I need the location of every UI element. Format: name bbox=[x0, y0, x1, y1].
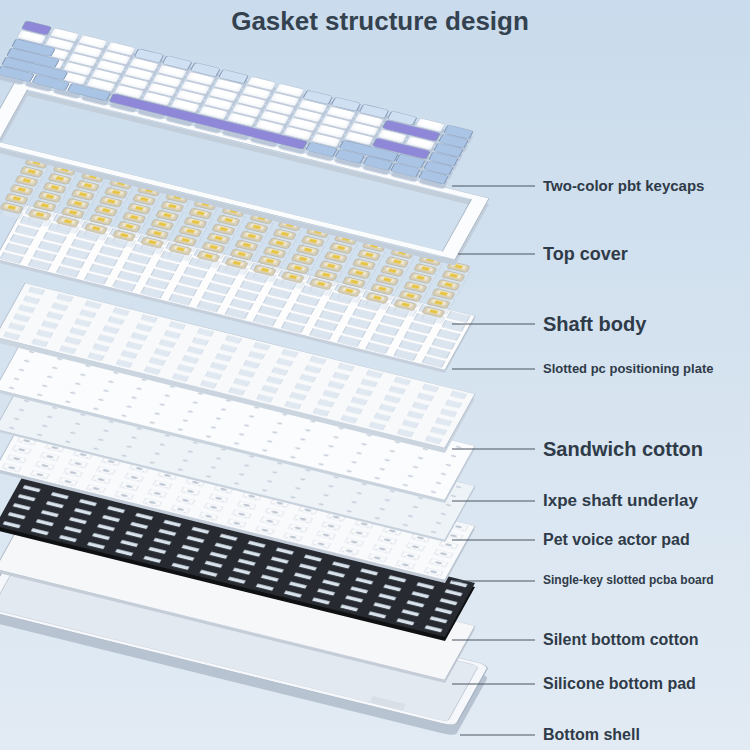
part-label: Silicone bottom pad bbox=[543, 675, 696, 693]
part-label: Two-color pbt keycaps bbox=[543, 177, 704, 194]
part-label-box: Bottom shell bbox=[543, 726, 640, 744]
leader-line bbox=[452, 369, 535, 370]
part-label: Slotted pc positioning plate bbox=[543, 362, 713, 377]
part-label: Ixpe shaft underlay bbox=[543, 491, 698, 511]
leader-lines bbox=[452, 186, 535, 735]
part-label-box: Ixpe shaft underlay bbox=[543, 491, 698, 511]
leader-line bbox=[452, 581, 535, 582]
leader-line bbox=[452, 501, 535, 502]
part-label: Top cover bbox=[543, 244, 628, 265]
title: Gasket structure design bbox=[231, 7, 529, 37]
part-label-box: Silicone bottom pad bbox=[543, 675, 696, 693]
part-label-box: Sandwich cotton bbox=[543, 438, 703, 461]
part-label-box: Silent bottom cotton bbox=[543, 631, 699, 649]
leader-line bbox=[452, 684, 535, 685]
leader-line bbox=[452, 540, 535, 541]
part-label-box: Shaft body bbox=[543, 313, 646, 336]
leader-line bbox=[460, 735, 535, 736]
keycaps bbox=[0, 20, 475, 190]
part-label-box: Top cover bbox=[543, 244, 628, 265]
leader-line bbox=[452, 449, 535, 450]
part-label: Bottom shell bbox=[543, 726, 640, 744]
part-label: Single-key slotted pcba board bbox=[543, 574, 714, 588]
part-label: Shaft body bbox=[543, 313, 646, 336]
part-label-box: Single-key slotted pcba board bbox=[543, 574, 714, 588]
part-label: Silent bottom cotton bbox=[543, 631, 699, 649]
part-label: Pet voice actor pad bbox=[543, 531, 690, 549]
part-label-box: Two-color pbt keycaps bbox=[543, 177, 704, 194]
part-label-box: Pet voice actor pad bbox=[543, 531, 690, 549]
part-label-box: Slotted pc positioning plate bbox=[543, 362, 713, 377]
leader-line bbox=[458, 254, 535, 255]
leader-line bbox=[452, 640, 535, 641]
title-box: Gasket structure design bbox=[231, 7, 529, 37]
leader-line bbox=[452, 186, 535, 187]
part-label: Sandwich cotton bbox=[543, 438, 703, 461]
leader-line bbox=[452, 324, 535, 325]
